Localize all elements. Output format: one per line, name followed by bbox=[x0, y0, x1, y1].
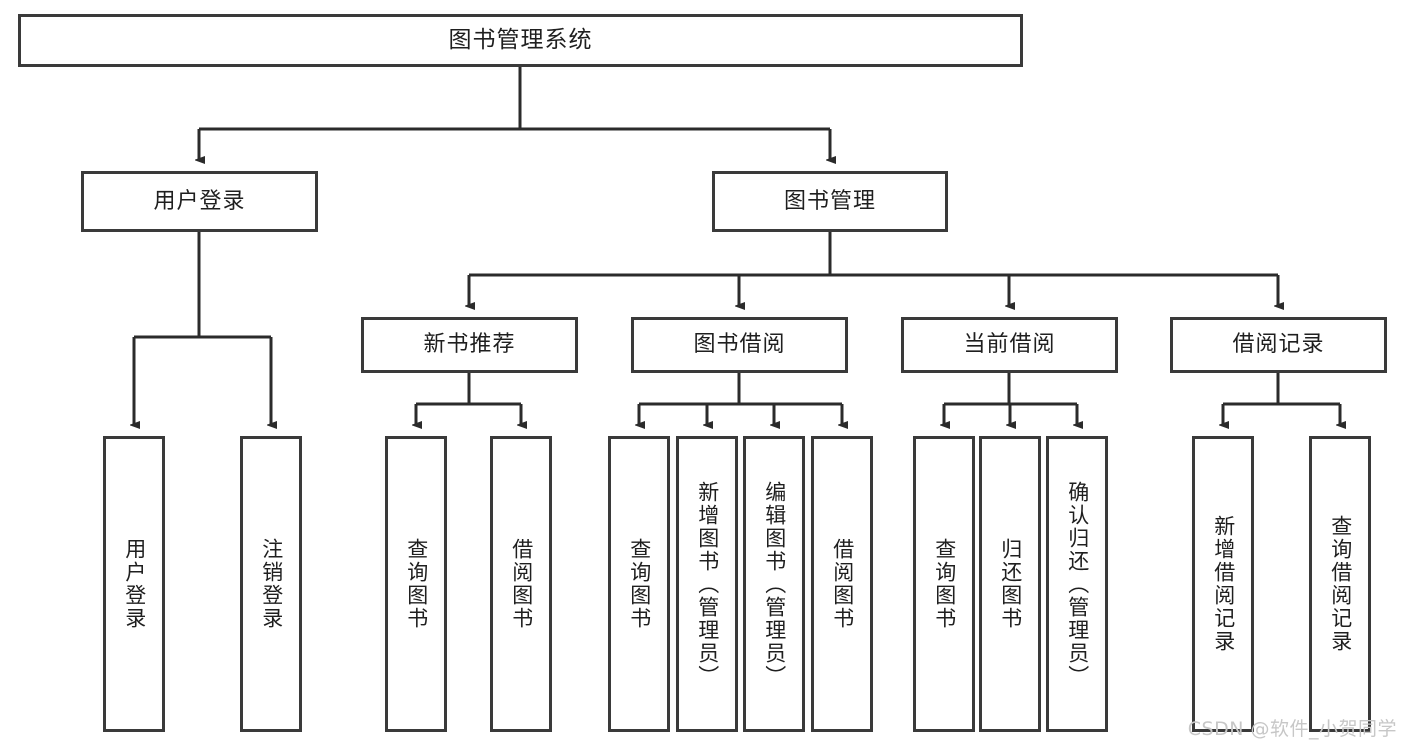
leaf-label: 查询图书 bbox=[404, 538, 429, 630]
leaf-new-book-query[interactable]: 查询图书 bbox=[385, 436, 447, 732]
leaf-book-borrow-query[interactable]: 查询图书 bbox=[608, 436, 670, 732]
node-label: 用户登录 bbox=[153, 188, 246, 214]
node-user-login[interactable]: 用户登录 bbox=[81, 171, 318, 232]
node-book-borrow[interactable]: 图书借阅 bbox=[631, 317, 848, 373]
node-label: 新书推荐 bbox=[423, 332, 516, 358]
leaf-label: 借阅图书 bbox=[830, 538, 855, 630]
leaf-label: 借阅图书 bbox=[509, 538, 534, 630]
leaf-label: 归还图书 bbox=[998, 538, 1023, 630]
leaf-label: 注销登录 bbox=[259, 538, 284, 630]
leaf-current-borrow-query[interactable]: 查询图书 bbox=[913, 436, 975, 732]
node-label: 借阅记录 bbox=[1232, 332, 1325, 358]
leaf-borrow-record-query[interactable]: 查询借阅记录 bbox=[1309, 436, 1371, 732]
leaf-label: 编辑图书（管理员） bbox=[762, 480, 787, 688]
node-label: 图书管理 bbox=[783, 188, 876, 214]
leaf-new-book-borrow[interactable]: 借阅图书 bbox=[490, 436, 552, 732]
leaf-borrow-record-add[interactable]: 新增借阅记录 bbox=[1192, 436, 1254, 732]
leaf-book-borrow-borrow[interactable]: 借阅图书 bbox=[811, 436, 873, 732]
leaf-label: 查询借阅记录 bbox=[1328, 515, 1353, 653]
node-label: 当前借阅 bbox=[963, 332, 1056, 358]
node-book-manage[interactable]: 图书管理 bbox=[712, 171, 948, 232]
leaf-user-login-login[interactable]: 用户登录 bbox=[103, 436, 165, 732]
leaf-book-borrow-edit[interactable]: 编辑图书（管理员） bbox=[743, 436, 805, 732]
node-root-system[interactable]: 图书管理系统 bbox=[18, 14, 1023, 67]
node-borrow-record[interactable]: 借阅记录 bbox=[1170, 317, 1387, 373]
leaf-label: 确认归还（管理员） bbox=[1065, 480, 1090, 688]
leaf-current-borrow-confirm-return[interactable]: 确认归还（管理员） bbox=[1046, 436, 1108, 732]
leaf-label: 查询图书 bbox=[627, 538, 652, 630]
leaf-user-login-logout[interactable]: 注销登录 bbox=[240, 436, 302, 732]
leaf-book-borrow-add[interactable]: 新增图书（管理员） bbox=[676, 436, 738, 732]
leaf-label: 用户登录 bbox=[122, 538, 147, 630]
watermark-text: CSDN @软件_小贺同学 bbox=[1187, 718, 1397, 740]
leaf-label: 新增借阅记录 bbox=[1211, 515, 1236, 653]
leaf-label: 查询图书 bbox=[932, 538, 957, 630]
node-label: 图书管理系统 bbox=[448, 27, 593, 54]
leaf-current-borrow-return[interactable]: 归还图书 bbox=[979, 436, 1041, 732]
node-new-book-recommend[interactable]: 新书推荐 bbox=[361, 317, 578, 373]
leaf-label: 新增图书（管理员） bbox=[695, 480, 720, 688]
node-label: 图书借阅 bbox=[693, 332, 786, 358]
node-current-borrow[interactable]: 当前借阅 bbox=[901, 317, 1118, 373]
